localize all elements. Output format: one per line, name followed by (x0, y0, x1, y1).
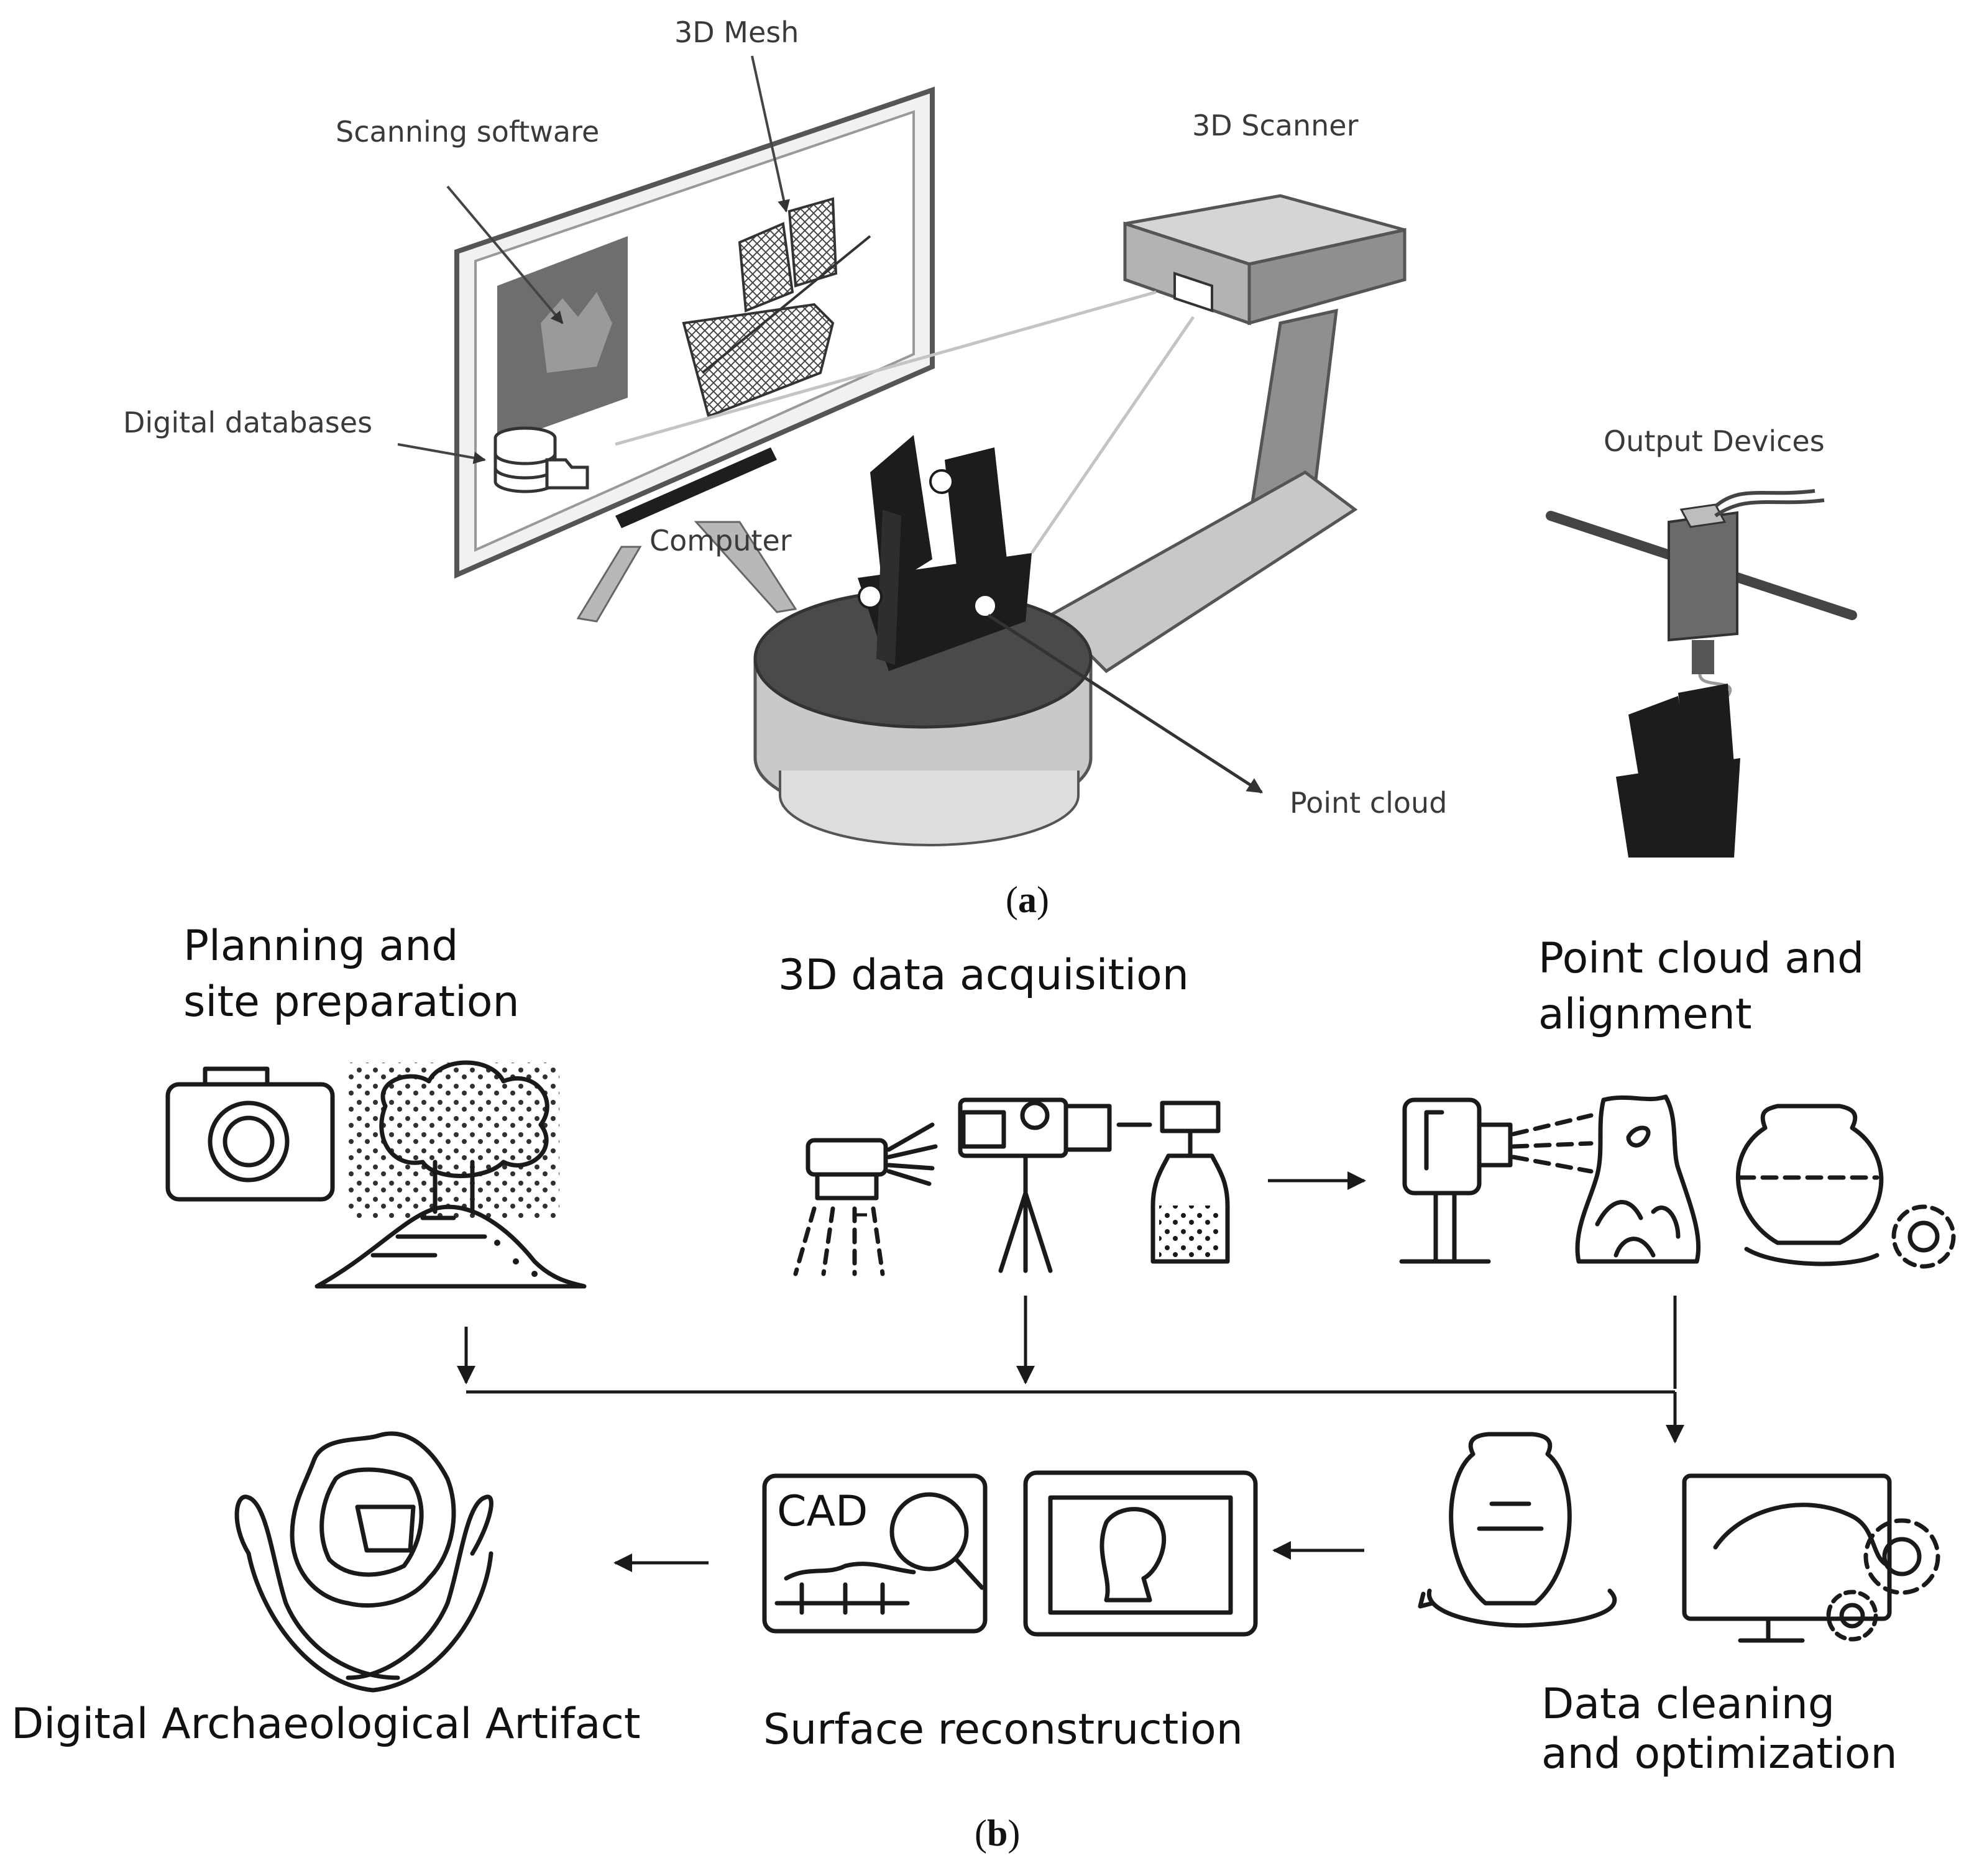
step-alignment-title: Point cloud and alignment (1538, 934, 1878, 1039)
panel-a: 3D Mesh Scanning software 3D Scanner Dig… (123, 16, 1857, 920)
structured-light-scanner-icon (1399, 1097, 1594, 1264)
spray-bottle-icon (1150, 1100, 1230, 1264)
camera-icon (165, 1066, 335, 1202)
label-3d-mesh: 3D Mesh (674, 16, 799, 49)
step-acquisition-title: 3D data acquisition (778, 951, 1189, 1000)
label-point-cloud: Point cloud (1290, 786, 1447, 820)
step-reconstruction-title: Surface reconstruction (763, 1705, 1243, 1754)
label-3d-scanner: 3D Scanner (1192, 109, 1359, 142)
step-cleaning-title: Data cleaning and optimization (1541, 1680, 1898, 1778)
rotating-pot-icon (1418, 1432, 1617, 1628)
soil-mound-icon (314, 1204, 587, 1289)
printer-3d-icon (1546, 489, 1857, 858)
label-output-devices: Output Devices (1604, 424, 1825, 458)
cad-magnifier-icon: CAD (762, 1473, 988, 1634)
tree-icon (348, 1060, 559, 1218)
scanner-icon (1047, 194, 1407, 674)
camera-tripod-icon (958, 1097, 1152, 1273)
ship-mesh-icon (682, 197, 871, 418)
monitor-gear-icon (1682, 1473, 1940, 1643)
caption-b: (b) (975, 1813, 1020, 1854)
artifact-fragment-icon (1575, 1094, 1701, 1264)
pot-gear-icon (1736, 1104, 1956, 1269)
screen-bust-icon (1023, 1470, 1258, 1637)
cad-text: CAD (777, 1487, 868, 1536)
step-planning-title: Planning and site preparation (183, 922, 520, 1027)
ship-model-icon (858, 435, 1032, 671)
laser-scanner-icon (793, 1122, 938, 1276)
label-computer: Computer (649, 524, 792, 557)
step-artifact-title: Digital Archaeological Artifact (11, 1700, 641, 1749)
panel-b: Planning and site preparation 3D data ac… (11, 922, 1956, 1854)
database-icon (493, 426, 589, 493)
label-scanning-software: Scanning software (336, 115, 599, 149)
hands-artifact-icon (234, 1431, 493, 1693)
caption-a: (a) (1006, 879, 1049, 920)
label-digital-databases: Digital databases (123, 406, 372, 439)
